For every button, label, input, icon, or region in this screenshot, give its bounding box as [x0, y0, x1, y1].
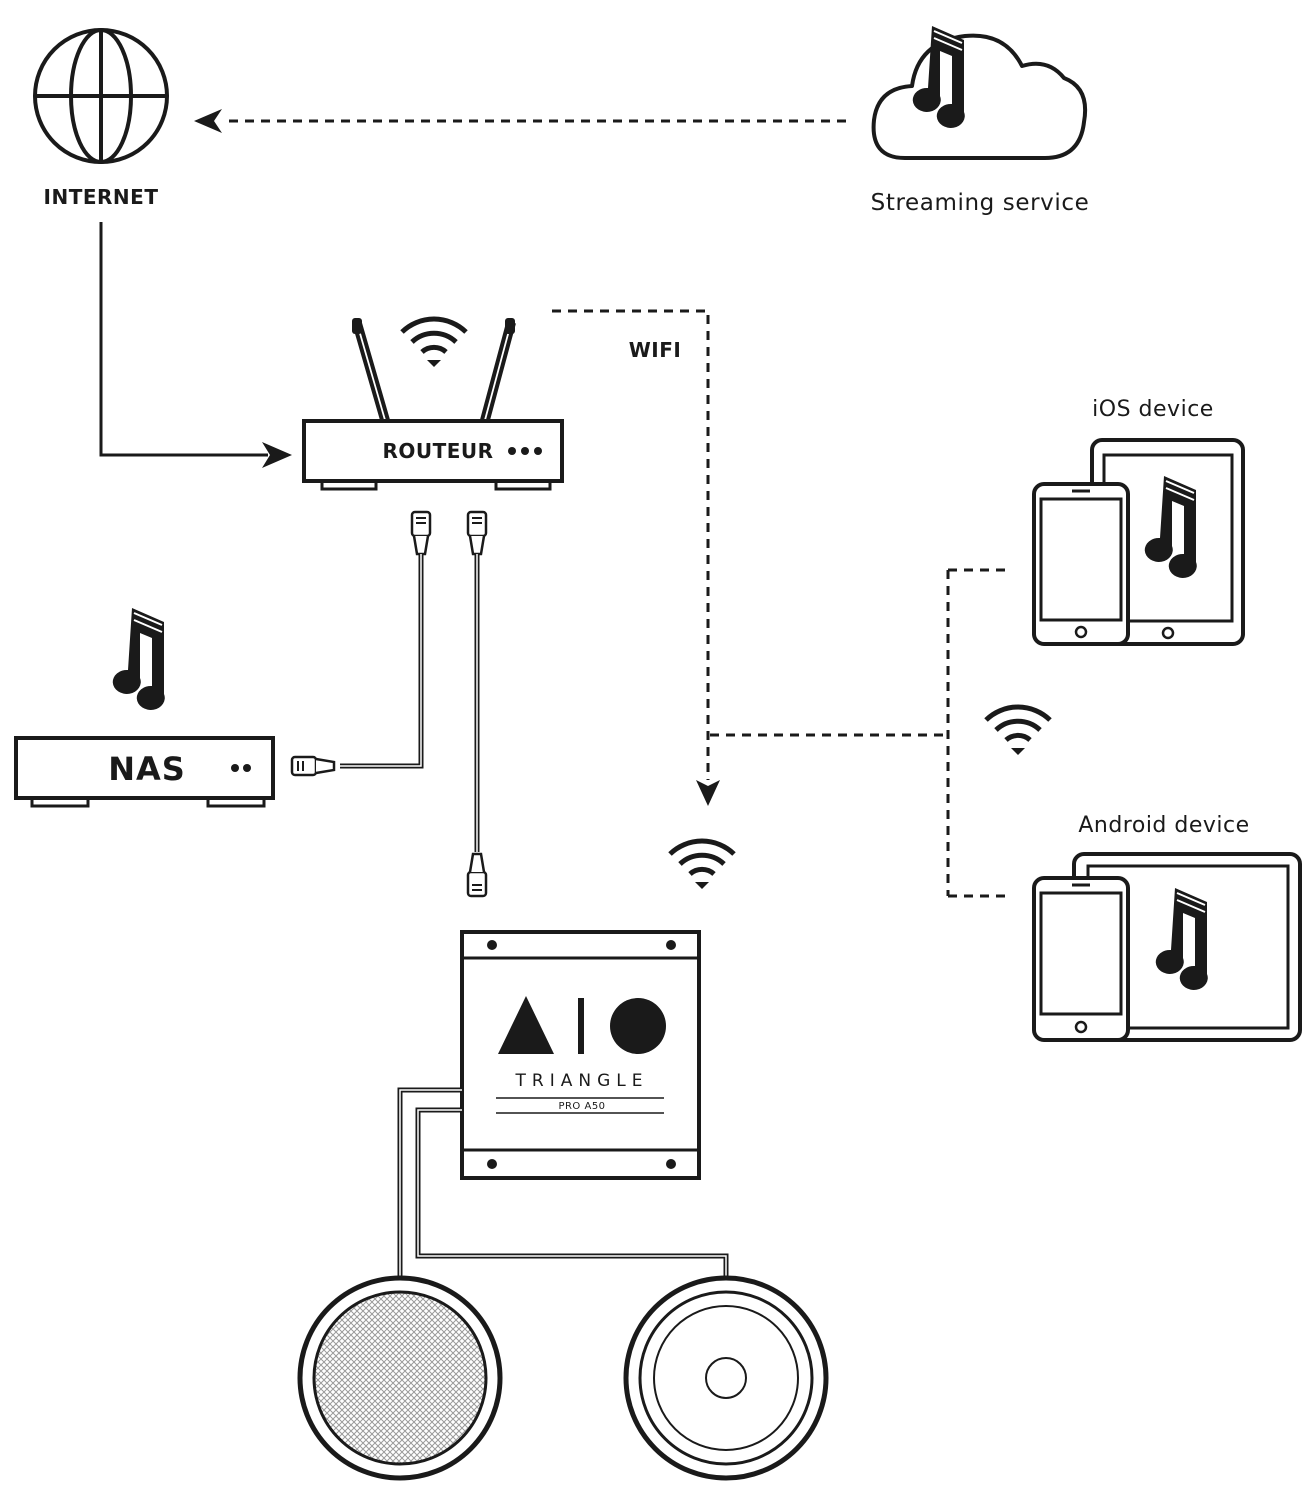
wifi-icon	[402, 319, 466, 367]
internet-label: INTERNET	[44, 185, 159, 209]
streaming-to-internet-link	[194, 109, 846, 133]
wifi-icon	[986, 707, 1050, 755]
cloud-music-icon	[871, 25, 1087, 160]
ios-device-label: iOS device	[1092, 397, 1214, 422]
router-icon	[302, 318, 564, 491]
wifi-icon	[670, 841, 734, 889]
router-to-nas-cable	[340, 554, 424, 769]
speaker-icon	[297, 1275, 503, 1481]
wifi-label: WIFI	[629, 338, 682, 362]
brand-label: TRIANGLE	[515, 1071, 649, 1091]
android-device-label: Android device	[1078, 813, 1249, 838]
model-label: PRO A50	[558, 1101, 605, 1112]
speaker-icon	[623, 1275, 829, 1481]
nas-label: NAS	[108, 750, 186, 788]
phone-icon	[1032, 482, 1130, 646]
phone-icon	[1032, 876, 1130, 1042]
ethernet-plug-icon	[410, 510, 488, 556]
internet-to-router-link	[99, 222, 292, 468]
globe-icon	[33, 28, 169, 164]
ethernet-plug-icon	[290, 755, 488, 898]
wifi-link	[552, 309, 1008, 898]
nas-icon	[14, 736, 275, 808]
amplifier-icon	[460, 930, 701, 1180]
music-note-icon	[111, 607, 166, 711]
speaker-wire	[397, 1087, 729, 1280]
router-label: ROUTEUR	[382, 439, 493, 463]
streaming-service-label: Streaming service	[871, 190, 1090, 216]
